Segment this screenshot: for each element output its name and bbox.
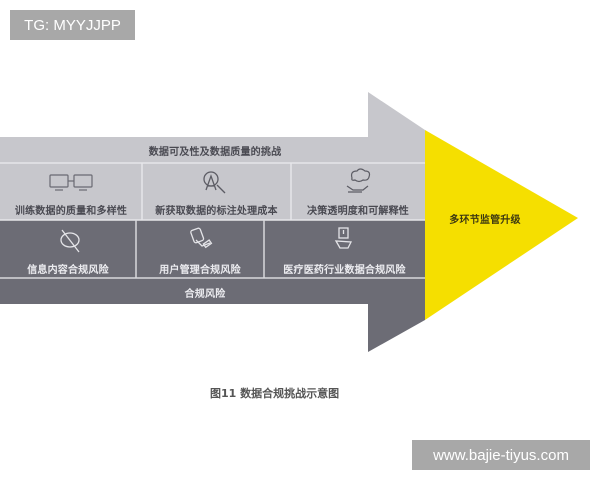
top-band-label: 数据可及性及数据质量的挑战 xyxy=(148,147,282,158)
arrow-tip-yellow xyxy=(425,130,578,320)
arrow-lower-dark xyxy=(0,220,425,352)
challenge-label-3: 决策透明度和可解释性 xyxy=(307,206,409,217)
watermark-top-left: TG: MYYJJPP xyxy=(10,10,135,40)
figure-caption: 图11 数据合规挑战示意图 xyxy=(210,387,340,400)
magnifier-annotation-icon xyxy=(203,171,226,194)
hand-cloud-icon xyxy=(346,168,371,193)
challenge-label-1: 训练数据的质量和多样性 xyxy=(14,206,128,217)
medical-alert-icon xyxy=(334,227,353,249)
monitors-icon xyxy=(49,174,93,191)
challenge-label-2: 新获取数据的标注处理成本 xyxy=(155,206,278,217)
risk-label-3: 医疗医药行业数据合规风险 xyxy=(283,265,406,276)
no-chat-icon xyxy=(60,229,80,253)
risk-label-2: 用户管理合规风险 xyxy=(159,265,241,276)
risk-label-1: 信息内容合规风险 xyxy=(27,265,109,276)
arrow-upper-light xyxy=(0,92,425,220)
hand-phone-icon xyxy=(190,227,213,249)
bottom-band-label: 合规风险 xyxy=(184,289,226,300)
watermark-bottom-right: www.bajie-tiyus.com xyxy=(412,440,590,470)
arrow-head-label: 多环节监管升级 xyxy=(449,215,521,226)
